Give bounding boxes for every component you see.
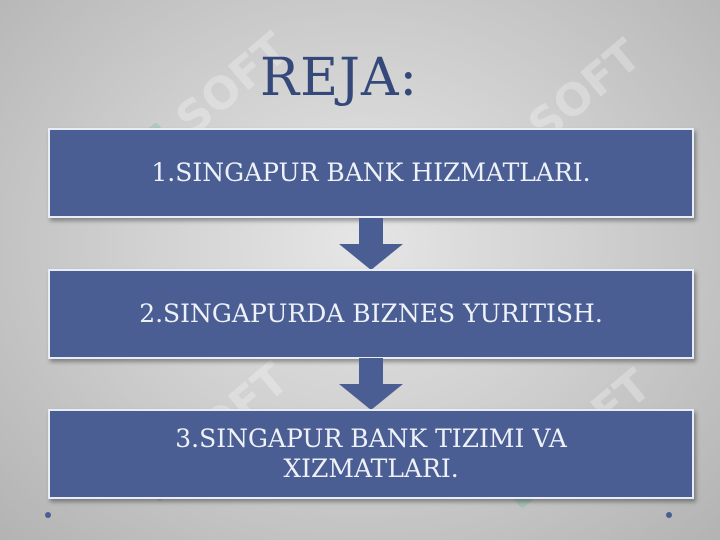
plan-item-1: 1.SINGAPUR BANK HIZMATLARI. [48,128,694,218]
down-arrow-icon [339,358,403,410]
plan-item-2: 2.SINGAPURDA BIZNES YURITISH. [48,269,694,359]
slide-title: REJA: [260,48,419,108]
plan-item-3: 3.SINGAPUR BANK TIZIMI VA XIZMATLARI. [48,409,694,499]
down-arrow-icon [339,218,403,270]
corner-dot-left [45,512,51,518]
corner-dot-right [666,512,672,518]
